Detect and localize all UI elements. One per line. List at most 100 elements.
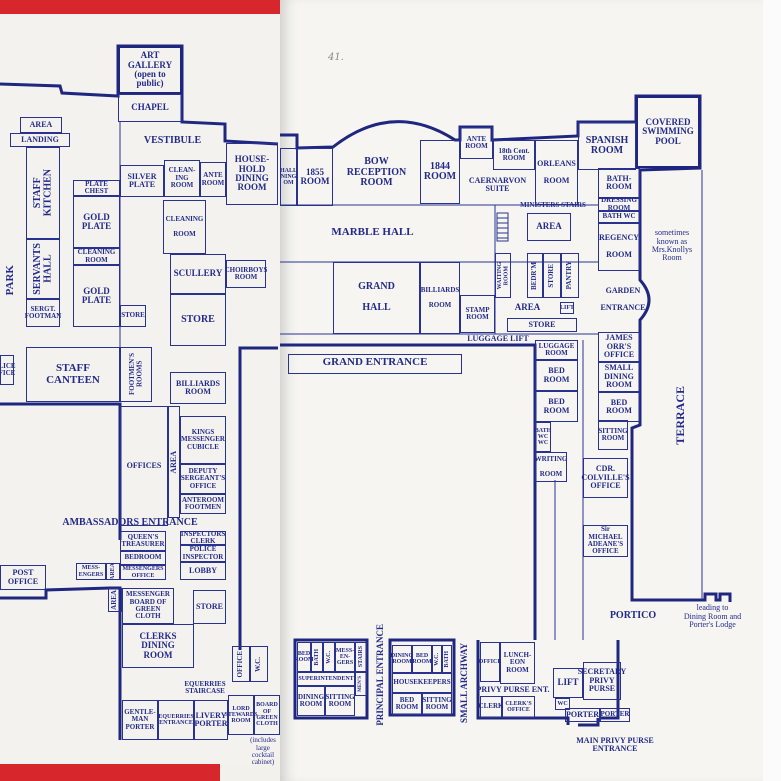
room-office-1: OFFICE xyxy=(232,646,250,682)
room-luncheon-room: LUNCH- EON ROOM xyxy=(500,642,535,684)
room-messengers-office: MESSENGERS OFFICE xyxy=(120,565,166,580)
room-label: ORLEANS ROOM xyxy=(537,158,576,185)
room-silver-plate: SILVER PLATE xyxy=(120,165,164,197)
room-store-4: STORE xyxy=(543,253,561,298)
room-lift-1: LIFT xyxy=(560,302,574,314)
room-label: PORTER xyxy=(565,709,600,719)
room-bed-room-5: BED ROOM xyxy=(412,645,432,673)
room-store-5: STORE xyxy=(507,318,577,332)
room-wc-4: WC xyxy=(555,698,570,710)
room-label: KINGS MESSENGER CUBICLE xyxy=(181,427,225,451)
room-hall-dining-partial: HALL NING OM xyxy=(280,148,297,206)
room-secretary-privy-purse: SECRETARY PRIVY PURSE xyxy=(578,662,626,700)
room-label: BATH- ROOM xyxy=(606,173,632,191)
room-label: STORE xyxy=(196,601,223,611)
room-portico: PORTICO xyxy=(598,605,668,627)
room-wc-2: W.C. xyxy=(323,642,335,672)
room-label: LIVERY PORTER xyxy=(194,710,228,728)
room-waiting-room: WAITING ROOM xyxy=(495,253,511,298)
block-wall-1 xyxy=(293,638,369,720)
room-label: POST OFFICE xyxy=(7,568,39,586)
room-label: LOBBY xyxy=(188,565,217,575)
room-dressing-room: DRESSING ROOM xyxy=(598,196,640,212)
room-label: CLERK xyxy=(478,702,504,711)
room-caernarvon-suite: CAERNARVON SUITE xyxy=(460,165,535,205)
room-label: ANTE ROOM xyxy=(201,171,225,187)
room-label: SITTING ROOM xyxy=(422,695,452,711)
room-label: (includes large cocktail cabinet) xyxy=(250,736,276,767)
room-label: MESSENGER BOARD OF GREEN CLOTH xyxy=(126,590,170,621)
room-label: LIFT xyxy=(557,677,579,688)
room-label: SMALL ARCHWAY xyxy=(459,642,470,723)
room-area-2: AREA xyxy=(168,406,180,518)
room-label: DINING ROOM xyxy=(390,652,414,665)
background xyxy=(763,0,781,781)
room-label: SPANISH ROOM xyxy=(585,134,629,156)
room-bath-wc-wc: BATH WC WC xyxy=(535,422,551,452)
room-label: PORTICO xyxy=(609,609,657,621)
room-label: DEPUTY SERGEANT'S OFFICE xyxy=(180,466,226,490)
room-scullery: SCULLERY xyxy=(170,254,226,294)
room-label: LUGGAGE ROOM xyxy=(538,341,575,357)
room-label: LUGGAGE LIFT xyxy=(467,334,529,344)
room-label: HOUSE- HOLD DINING ROOM xyxy=(234,154,270,193)
room-gentleman-porter: GENTLE- MAN PORTER xyxy=(122,700,158,740)
room-label: DRESSING ROOM xyxy=(601,196,637,212)
room-label: sometimes known as Mrs.Knollys Room xyxy=(651,228,693,263)
room-chapel: CHAPEL xyxy=(118,94,182,122)
room-bathroom-1: BATH- ROOM xyxy=(598,168,640,198)
room-label: SERGT. FOOTMAN xyxy=(24,304,62,320)
room-label: leading to Dining Room and Porter's Lodg… xyxy=(683,603,742,630)
room-swimming-pool: COVERED SWIMMING POOL xyxy=(636,96,700,168)
pencil-note: 41. xyxy=(328,52,344,63)
room-label: GOLD PLATE xyxy=(81,211,112,231)
room-sergt-footman: SERGT. FOOTMAN xyxy=(24,299,62,327)
room-bed-room-3: BED ROOM xyxy=(598,392,640,422)
room-label: OFFICE xyxy=(236,650,245,678)
book-cover-edge-bottom xyxy=(0,764,220,781)
room-lobby: LOBBY xyxy=(180,562,226,580)
room-label: Sir MICHAEL ADEANE'S OFFICE xyxy=(587,525,624,556)
room-housekeepers: HOUSEKEEPERS xyxy=(392,673,452,693)
room-label: STORE xyxy=(528,319,556,329)
room-store-1: STORE xyxy=(120,305,146,327)
room-label: LICE FICE xyxy=(0,361,16,377)
room-main-privy-purse: MAIN PRIVY PURSE ENTRANCE xyxy=(565,735,665,755)
room-label: MEN'S xyxy=(358,676,364,692)
room-label: VESTIBULE xyxy=(143,134,202,146)
room-label: DINING ROOM xyxy=(297,692,325,708)
room-label: STAMP ROOM xyxy=(465,305,490,321)
room-label: W.C. xyxy=(325,650,332,664)
room-label: CLERK'S OFFICE xyxy=(505,700,532,713)
room-privy-purse-ent: PRIVY PURSE ENT. xyxy=(474,685,552,696)
room-grand-entrance: GRAND ENTRANCE xyxy=(300,355,450,371)
room-label: JAMES ORR'S OFFICE xyxy=(603,333,635,360)
room-area-6: AREA xyxy=(495,298,560,318)
room-lift-2: LIFT xyxy=(553,668,583,698)
room-label: PLATE CHEST xyxy=(84,179,109,195)
room-label: 18th Cent. ROOM xyxy=(498,146,530,162)
room-bow-reception: BOW RECEPTION ROOM xyxy=(333,140,420,206)
room-portico-note: leading to Dining Room and Porter's Lodg… xyxy=(665,602,760,632)
room-label: 1844 ROOM xyxy=(423,160,457,182)
room-label: COVERED SWIMMING POOL xyxy=(642,116,694,146)
room-label: 1855 ROOM xyxy=(300,166,330,186)
room-label: HALL NING OM xyxy=(280,167,298,187)
room-label: EQUERRIES ENTRANCE xyxy=(158,713,194,726)
room-footmens-rooms: FOOTMEN'S ROOMS xyxy=(120,347,152,402)
room-luggage-room: LUGGAGE ROOM xyxy=(535,340,578,360)
room-messengers-2: MESS- EN- GERS xyxy=(335,642,355,672)
room-marble-hall: MARBLE HALL xyxy=(280,215,465,250)
room-pantry: PANTRY xyxy=(561,253,579,298)
room-label: PRIVY PURSE ENT. xyxy=(476,685,550,695)
room-label: SMALL DINING ROOM xyxy=(604,363,634,390)
room-livery-porter: LIVERY PORTER xyxy=(194,700,228,740)
room-label: GRAND ENTRANCE xyxy=(322,356,428,369)
room-label: FOOTMEN'S ROOMS xyxy=(127,353,143,396)
room-label: CHOIRBOYS ROOM xyxy=(224,265,268,281)
room-label: ANTEROOM FOOTMEN xyxy=(182,495,224,511)
room-label: SITTING ROOM xyxy=(325,692,355,708)
room-gold-plate-1: GOLD PLATE xyxy=(73,196,120,248)
room-wc-3: W.C. xyxy=(432,645,442,673)
room-sitting-room-1: SITTING ROOM xyxy=(598,420,628,450)
